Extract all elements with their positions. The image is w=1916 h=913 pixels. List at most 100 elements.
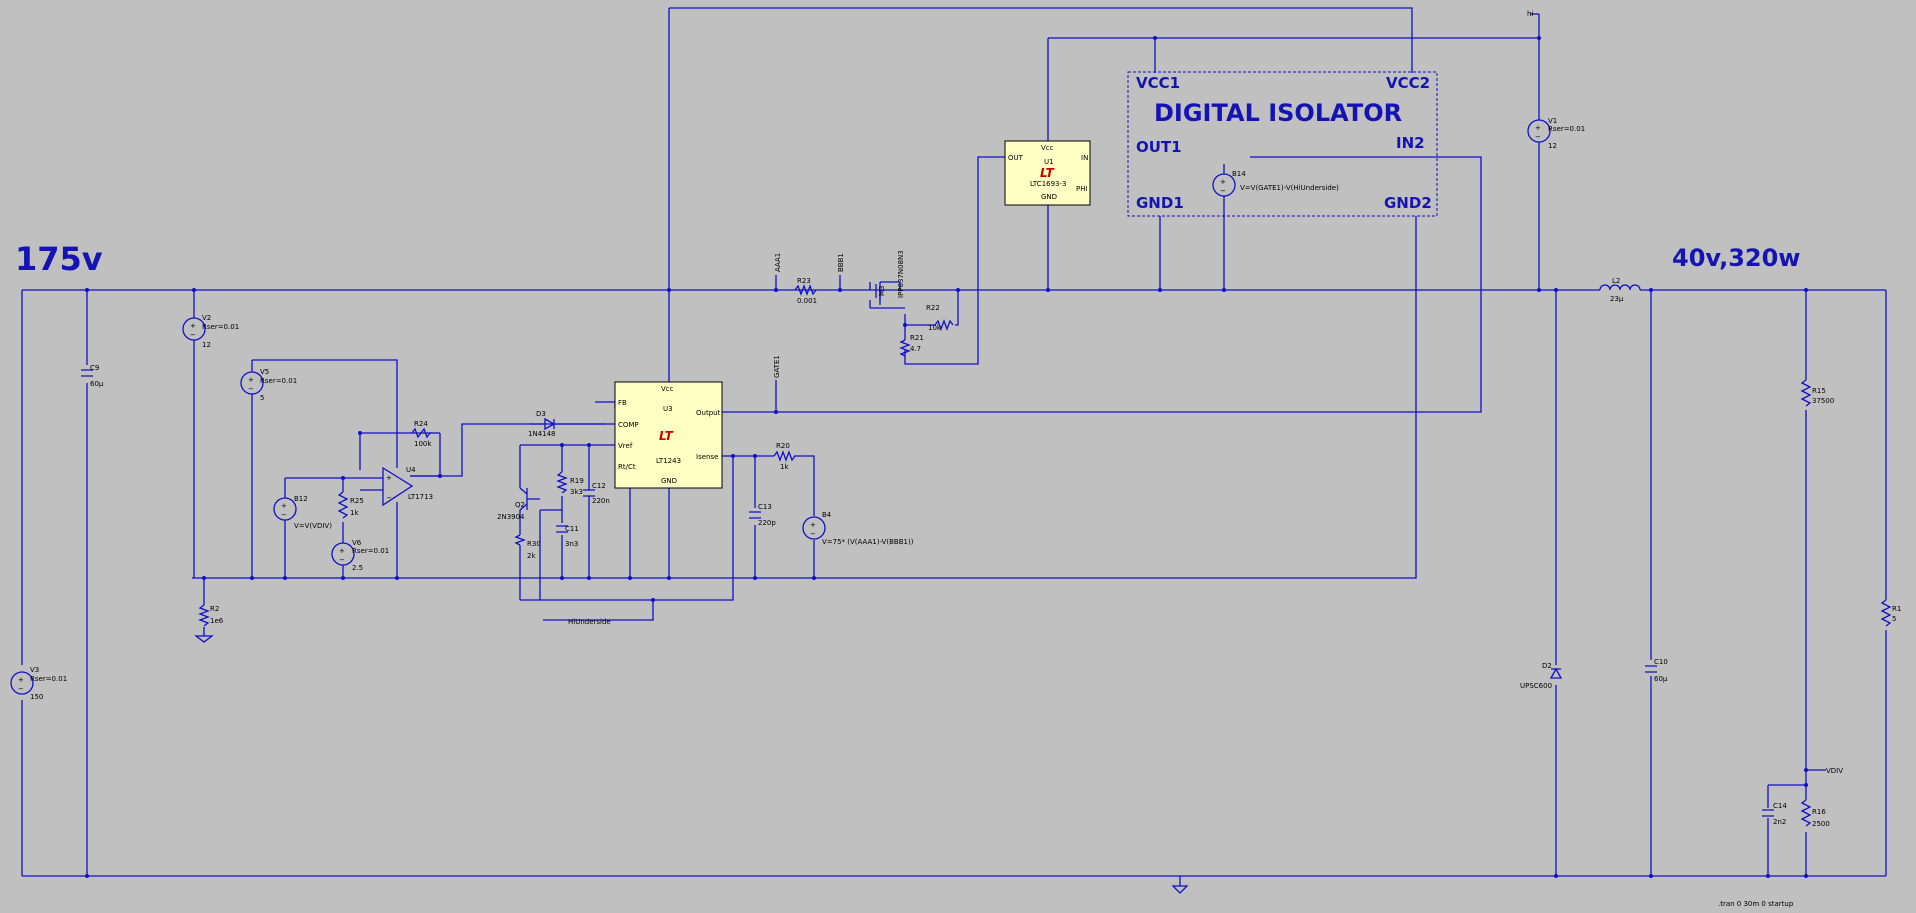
diode-d3[interactable]: D3 1N4148 <box>528 410 556 438</box>
u3-pin-output: Output <box>696 409 721 417</box>
resistor-r15[interactable]: R15 37500 <box>1800 379 1834 407</box>
u4-comparator[interactable]: + − U4 LT1713 <box>382 466 433 507</box>
svg-text:−: − <box>339 556 345 564</box>
isolator-pin-out1: OUT1 <box>1136 138 1182 156</box>
u3-pin-rtct: Rt/Ct <box>618 463 636 471</box>
b14-ref: B14 <box>1232 170 1246 178</box>
source-b14[interactable]: +− B14 V=V(GATE1)-V(HiUnderside) <box>1212 170 1339 197</box>
v5-value: 5 <box>260 394 264 402</box>
d2-ref: D2 <box>1542 662 1552 670</box>
c10-ref: C10 <box>1654 658 1668 666</box>
transistor-q2[interactable]: Q2 2N3904 <box>497 487 540 521</box>
capacitor-c9[interactable]: C9 60µ <box>81 364 104 388</box>
c11-value: 3n3 <box>565 540 578 548</box>
u1-gate-driver[interactable]: Vcc OUT IN U1 LT LTC1693-3 PHI GND <box>1004 140 1091 206</box>
svg-text:−: − <box>810 530 816 538</box>
v5-ref: V5 <box>260 368 269 376</box>
d3-ref: D3 <box>536 410 546 418</box>
u1-part: LTC1693-3 <box>1030 180 1066 188</box>
u1-pin-gnd: GND <box>1041 193 1057 201</box>
resistor-r16[interactable]: R16 2500 <box>1800 799 1830 828</box>
c11-ref: C11 <box>565 525 579 533</box>
c10-value: 60µ <box>1654 675 1668 683</box>
source-v2[interactable]: +− V2 Rser=0.01 12 <box>182 314 239 349</box>
sim-directive[interactable]: .tran 0 30m 0 startup <box>1718 900 1794 908</box>
v3-ref: V3 <box>30 666 39 674</box>
v1-ref: V1 <box>1548 117 1557 125</box>
resistor-r20[interactable]: R20 1k <box>773 442 796 471</box>
source-v6[interactable]: +− V6 Rser=0.01 2.5 <box>331 539 389 572</box>
v6-value: 2.5 <box>352 564 363 572</box>
resistor-r30[interactable]: R30 2k <box>514 534 541 560</box>
svg-text:−: − <box>1220 187 1226 195</box>
u3-pwm-controller[interactable]: Vcc FB U3 Output COMP LT Vref Isense LT1… <box>614 381 723 489</box>
c14-ref: C14 <box>1773 802 1787 810</box>
c12-ref: C12 <box>592 482 606 490</box>
net-label-hiunderside: HiUnderside <box>568 618 611 626</box>
svg-text:+: + <box>281 502 287 510</box>
svg-text:+: + <box>386 474 392 482</box>
capacitor-c14[interactable]: C14 2n2 <box>1762 802 1787 826</box>
v1-value: 12 <box>1548 142 1557 150</box>
diode-d2[interactable]: D2 UPSC600 <box>1520 662 1563 690</box>
net-label-vdiv: VDIV <box>1826 767 1843 775</box>
r15-ref: R15 <box>1812 387 1826 395</box>
r20-ref: R20 <box>776 442 790 450</box>
u1-pin-vcc: Vcc <box>1041 144 1054 152</box>
svg-text:+: + <box>190 322 196 330</box>
u4-part: LT1713 <box>408 493 433 501</box>
d3-value: 1N4148 <box>528 430 556 438</box>
resistor-r25[interactable]: R25 1k <box>337 491 364 519</box>
source-v3[interactable]: +− V3 Rser=0.01 150 <box>10 666 67 701</box>
c9-ref: C9 <box>90 364 99 372</box>
v2-rser: Rser=0.01 <box>202 323 239 331</box>
source-v1[interactable]: +− V1 Rser=0.01 12 <box>1527 117 1585 150</box>
d2-value: UPSC600 <box>1520 682 1552 690</box>
wires <box>21 7 1887 894</box>
capacitor-c13[interactable]: C13 220p <box>749 503 776 527</box>
b4-expr: V=75* (V(AAA1)-V(BBB1)) <box>822 538 914 546</box>
b12-expr: V=V(VDIV) <box>294 522 332 530</box>
resistor-r23[interactable]: R23 0.001 <box>794 277 817 305</box>
mosfet-m3[interactable]: M3 IPP037N08N3 <box>875 250 905 300</box>
source-b12[interactable]: +− B12 V=V(VDIV) <box>273 495 332 530</box>
capacitor-c10[interactable]: C10 60µ <box>1645 658 1668 683</box>
resistor-r22[interactable]: R22 10k <box>926 304 954 332</box>
r15-value: 37500 <box>1812 397 1834 405</box>
v2-value: 12 <box>202 341 211 349</box>
capacitor-c11[interactable]: C11 3n3 <box>556 525 579 548</box>
v3-value: 150 <box>30 693 43 701</box>
b4-ref: B4 <box>822 511 832 519</box>
svg-text:−: − <box>386 494 392 502</box>
digital-isolator[interactable]: DIGITAL ISOLATOR VCC1 VCC2 OUT1 IN2 GND1… <box>1127 71 1438 217</box>
v3-rser: Rser=0.01 <box>30 675 67 683</box>
r25-ref: R25 <box>350 497 364 505</box>
resistor-r19[interactable]: R19 3k3 <box>556 471 584 496</box>
source-b4[interactable]: +− B4 V=75* (V(AAA1)-V(BBB1)) <box>802 511 914 546</box>
r20-value: 1k <box>780 463 789 471</box>
resistor-r21[interactable]: R21 4.7 <box>899 334 924 357</box>
u3-pin-fb: FB <box>618 399 627 407</box>
resistor-r1[interactable]: R1 5 <box>1880 599 1901 627</box>
r22-ref: R22 <box>926 304 940 312</box>
r2-ref: R2 <box>210 605 219 613</box>
r19-ref: R19 <box>570 477 584 485</box>
isolator-pin-gnd2: GND2 <box>1384 194 1432 212</box>
v2-ref: V2 <box>202 314 211 322</box>
r21-value: 4.7 <box>910 345 921 353</box>
capacitor-c12[interactable]: C12 220n <box>583 482 610 505</box>
u3-pin-vref: Vref <box>618 442 633 450</box>
resistor-r24[interactable]: R24 100k <box>411 420 433 448</box>
r30-value: 2k <box>527 552 536 560</box>
inductor-l2[interactable]: L2 23µ <box>1599 277 1650 303</box>
source-v5[interactable]: +− V5 Rser=0.01 5 <box>240 368 297 402</box>
svg-text:−: − <box>190 331 196 339</box>
c12-value: 220n <box>592 497 610 505</box>
u4-ref: U4 <box>406 466 416 474</box>
r21-ref: R21 <box>910 334 924 342</box>
isolator-pin-vcc1: VCC1 <box>1136 74 1180 92</box>
v5-rser: Rser=0.01 <box>260 377 297 385</box>
u3-ref: U3 <box>663 405 673 413</box>
c14-value: 2n2 <box>1773 818 1786 826</box>
resistor-r2[interactable]: R2 1e6 <box>198 604 224 627</box>
